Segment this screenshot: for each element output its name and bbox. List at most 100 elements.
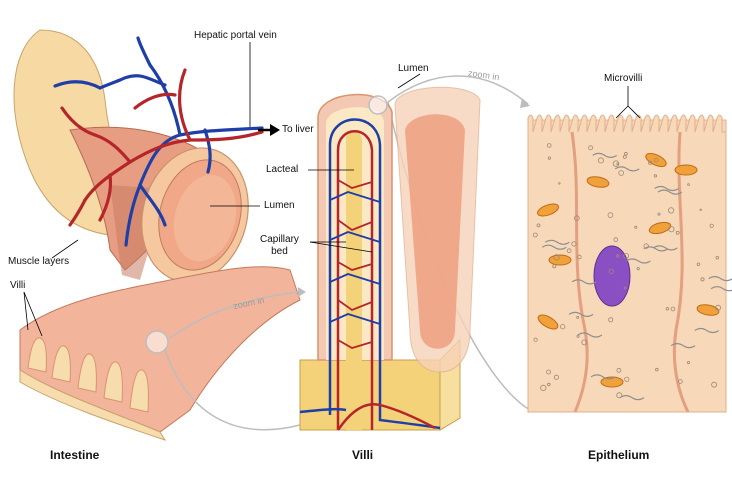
vesicle bbox=[623, 252, 630, 259]
vesicle bbox=[623, 286, 627, 290]
endoplasmic-reticulum bbox=[626, 258, 651, 264]
endoplasmic-reticulum bbox=[541, 244, 567, 250]
endoplasmic-reticulum bbox=[592, 152, 618, 158]
villi-illustration bbox=[299, 73, 481, 431]
vesicle bbox=[577, 254, 582, 260]
vesicle bbox=[616, 254, 620, 258]
vesicle bbox=[699, 208, 702, 212]
vesicle bbox=[533, 337, 538, 342]
vesicle bbox=[581, 339, 588, 346]
label-muscle-layers: Muscle layers bbox=[8, 256, 70, 267]
vesicle bbox=[643, 243, 649, 249]
vesicle bbox=[607, 212, 614, 218]
endoplasmic-reticulum bbox=[614, 166, 640, 172]
vesicle bbox=[675, 230, 680, 235]
label-capillary-bed: Capillary bed bbox=[260, 234, 299, 257]
label-to-liver: To liver bbox=[282, 124, 314, 135]
mitochondrion bbox=[648, 221, 672, 235]
vesicle bbox=[558, 182, 561, 185]
endoplasmic-reticulum bbox=[657, 189, 683, 195]
vesicle bbox=[597, 157, 604, 164]
endoplasmic-reticulum bbox=[571, 279, 597, 285]
endoplasmic-reticulum bbox=[654, 185, 679, 192]
vesicle bbox=[696, 262, 701, 266]
label-lumen-villi: Lumen bbox=[398, 63, 429, 74]
vesicle bbox=[657, 212, 661, 216]
mitochondrion bbox=[696, 304, 720, 316]
vesicle bbox=[536, 223, 541, 228]
vesicle bbox=[608, 317, 614, 323]
endoplasmic-reticulum bbox=[670, 343, 696, 349]
vesicle bbox=[653, 174, 658, 178]
intestine-illustration bbox=[13, 29, 301, 441]
vesicle bbox=[634, 225, 638, 229]
vesicle bbox=[636, 266, 640, 271]
vesicle bbox=[616, 367, 622, 373]
vesicle bbox=[546, 143, 552, 148]
vesicle bbox=[618, 170, 624, 176]
caption-epithelium: Epithelium bbox=[588, 448, 650, 462]
vesicle bbox=[687, 361, 691, 365]
vesicle bbox=[715, 256, 719, 260]
mitochondrion bbox=[645, 153, 667, 167]
vesicle bbox=[622, 154, 627, 159]
endoplasmic-reticulum bbox=[653, 245, 678, 251]
vesicle bbox=[700, 277, 705, 282]
endoplasmic-reticulum bbox=[568, 311, 594, 317]
vesicle bbox=[576, 315, 580, 319]
vesicle bbox=[552, 264, 557, 269]
mitochondrion bbox=[674, 164, 698, 176]
vesicle bbox=[553, 254, 560, 261]
endoplasmic-reticulum bbox=[708, 276, 732, 282]
mitochondrion bbox=[548, 254, 572, 266]
label-microvilli: Microvilli bbox=[604, 73, 643, 84]
vesicle bbox=[687, 183, 690, 186]
caption-intestine: Intestine bbox=[50, 448, 100, 462]
vesicle bbox=[624, 376, 630, 382]
mitochondrion bbox=[537, 314, 559, 330]
label-lacteal: Lacteal bbox=[266, 164, 299, 175]
vesicle bbox=[616, 392, 623, 399]
mitochondrion bbox=[537, 203, 559, 217]
vesicle bbox=[715, 304, 721, 311]
vesicle bbox=[546, 369, 551, 375]
vesicle bbox=[560, 324, 566, 330]
vesicle bbox=[654, 157, 659, 163]
label-hepatic-portal-vein: Hepatic portal vein bbox=[194, 30, 277, 41]
vesicle bbox=[566, 248, 572, 254]
label-lumen-intestine: Lumen bbox=[264, 200, 295, 211]
vesicle bbox=[588, 145, 593, 151]
vesicle bbox=[612, 160, 620, 167]
vesicle bbox=[553, 374, 559, 380]
mitochondrion bbox=[600, 376, 624, 388]
epithelium-illustration bbox=[527, 86, 732, 413]
endoplasmic-reticulum bbox=[643, 246, 669, 252]
vesicle bbox=[573, 215, 580, 222]
vesicle bbox=[648, 160, 653, 165]
vesicle bbox=[624, 151, 628, 156]
vesicle bbox=[665, 307, 670, 311]
vesicle bbox=[670, 306, 676, 312]
endoplasmic-reticulum bbox=[577, 332, 603, 338]
endoplasmic-reticulum bbox=[544, 239, 570, 245]
endoplasmic-reticulum bbox=[694, 327, 720, 334]
caption-villi: Villi bbox=[352, 448, 374, 462]
label-villi: Villi bbox=[10, 280, 26, 291]
vesicle bbox=[540, 384, 547, 391]
vesicle bbox=[678, 379, 683, 384]
vesicle bbox=[709, 223, 714, 228]
vesicle bbox=[608, 268, 614, 274]
vesicle bbox=[668, 226, 675, 233]
endoplasmic-reticulum bbox=[619, 395, 645, 401]
vesicle bbox=[571, 241, 577, 247]
vesicle bbox=[547, 382, 551, 387]
vesicle bbox=[547, 156, 552, 160]
vesicle bbox=[667, 207, 675, 214]
vesicle bbox=[711, 381, 717, 388]
vesicle bbox=[532, 232, 538, 238]
endoplasmic-reticulum bbox=[590, 374, 616, 380]
vesicle bbox=[613, 237, 619, 242]
mitochondrion bbox=[586, 176, 610, 188]
